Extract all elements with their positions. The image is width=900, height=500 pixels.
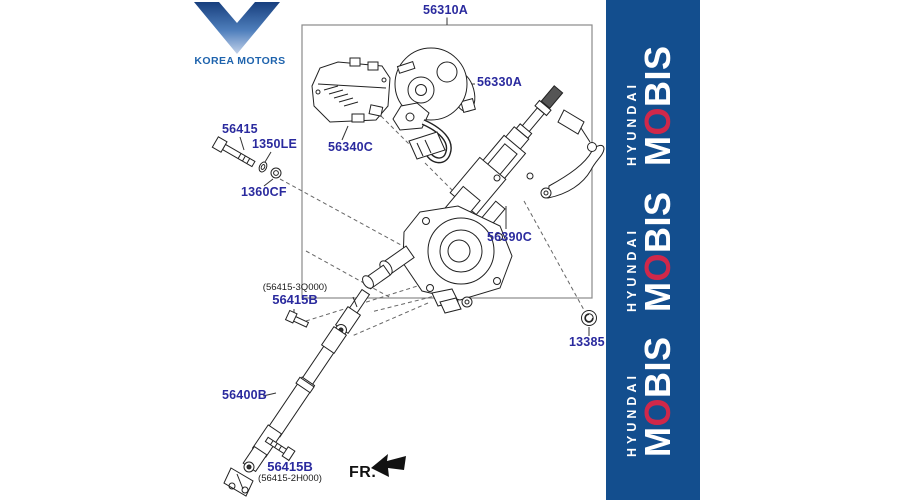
part-label-1350le: 1350LE	[252, 137, 297, 151]
hyundai-mobis-banner	[606, 0, 700, 500]
part-label-56415b-lower-number: 56415B	[267, 459, 313, 474]
part-label-56415b-upper-number: 56415B	[272, 292, 318, 307]
part-label-56415b-lower: 56415B (56415-2H000)	[248, 460, 332, 484]
part-label-56390c: 56390C	[487, 230, 532, 244]
part-label-13385: 13385	[569, 335, 605, 349]
mobis-red-o-icon: O	[637, 106, 678, 136]
part-sublabel-56415-2h000: (56415-2H000)	[258, 473, 322, 484]
part-label-1360cf: 1360CF	[241, 185, 287, 199]
mobis-red-o-icon: O	[637, 252, 678, 282]
hyundai-mobis-logo: HYUNDAI MOBIS	[625, 36, 679, 166]
hyundai-mobis-logo: HYUNDAI MOBIS	[625, 182, 679, 312]
part-label-56340c: 56340C	[328, 140, 373, 154]
ecu-module-drawing	[311, 57, 391, 123]
part-label-56310a: 56310A	[423, 3, 468, 17]
korea-motors-logo: KOREA MOTORS	[190, 0, 290, 72]
fr-direction-arrow-icon	[371, 454, 406, 477]
part-sublabel-56415-3q000: (56415-3Q000)	[262, 282, 328, 293]
korea-motors-wordmark: KOREA MOTORS	[194, 55, 286, 67]
korea-motors-m-icon	[194, 2, 280, 54]
mobis-wordmark: MOBIS	[637, 191, 678, 312]
fr-direction-label: FR.	[349, 464, 377, 481]
motor-drawing	[392, 47, 476, 164]
mobis-wordmark: MOBIS	[637, 45, 678, 166]
column-assembly-drawing	[362, 85, 605, 314]
mobis-red-o-icon: O	[637, 397, 678, 427]
part-label-56415b-upper: (56415-3Q000) 56415B	[253, 283, 337, 307]
mobis-wordmark: MOBIS	[637, 336, 678, 457]
fastener-drawings	[211, 136, 597, 462]
part-label-56330a: 56330A	[477, 75, 522, 89]
hyundai-mobis-logo: HYUNDAI MOBIS	[625, 327, 679, 457]
part-label-56415: 56415	[222, 122, 258, 136]
part-label-56400b: 56400B	[222, 388, 267, 402]
